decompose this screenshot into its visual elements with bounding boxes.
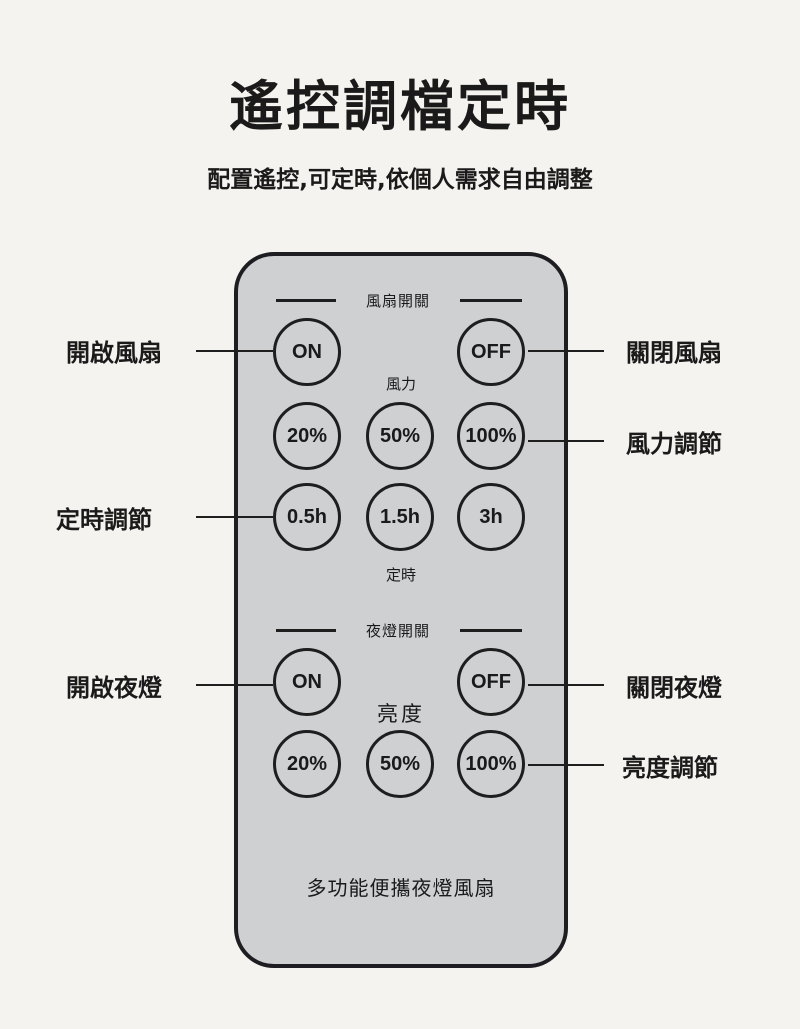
page-subtitle: 配置遙控,可定時,依個人需求自由調整 <box>207 167 593 193</box>
fan-section-header: 風扇開關 <box>276 290 522 310</box>
fan-section-label: 風扇開關 <box>365 291 430 310</box>
brightness-label: 亮度 <box>377 702 425 726</box>
fan-20-button[interactable]: 20% <box>273 402 341 470</box>
callout-line <box>528 350 604 352</box>
light-section-label: 夜燈開關 <box>365 621 430 640</box>
divider <box>276 628 336 632</box>
fan-off-button[interactable]: OFF <box>457 318 525 386</box>
divider <box>276 298 336 302</box>
timer-15-button[interactable]: 1.5h <box>366 483 434 551</box>
light-20-button[interactable]: 20% <box>273 730 341 798</box>
divider <box>459 298 522 302</box>
callout-line <box>196 516 273 518</box>
callout-line <box>528 684 604 686</box>
timer-label: 定時 <box>385 566 416 584</box>
light-100-button[interactable]: 100% <box>457 730 525 798</box>
callout-line <box>196 684 273 686</box>
light-on-button[interactable]: ON <box>273 648 341 716</box>
fan-50-button[interactable]: 50% <box>366 402 434 470</box>
page-title: 遙控調檔定時 <box>229 75 571 138</box>
light-section-header: 夜燈開關 <box>276 620 522 640</box>
timer-05-button[interactable]: 0.5h <box>273 483 341 551</box>
timer-3-button[interactable]: 3h <box>457 483 525 551</box>
callout-light-off: 關閉夜燈 <box>626 674 722 702</box>
fan-on-button[interactable]: ON <box>273 318 341 386</box>
callout-brightness: 亮度調節 <box>622 754 718 782</box>
callout-fan-on: 開啟風扇 <box>66 339 162 367</box>
callout-line <box>196 350 273 352</box>
light-off-button[interactable]: OFF <box>457 648 525 716</box>
callout-timer: 定時調節 <box>56 506 152 534</box>
product-name: 多功能便攜夜燈風扇 <box>306 876 496 900</box>
callout-fan-off: 關閉風扇 <box>626 339 722 367</box>
callout-light-on: 開啟夜燈 <box>66 674 162 702</box>
callout-line <box>528 440 604 442</box>
fan-100-button[interactable]: 100% <box>457 402 525 470</box>
light-50-button[interactable]: 50% <box>366 730 434 798</box>
callout-fan-power: 風力調節 <box>626 430 722 458</box>
fan-power-label: 風力 <box>385 375 416 393</box>
callout-line <box>528 764 604 766</box>
divider <box>459 628 522 632</box>
